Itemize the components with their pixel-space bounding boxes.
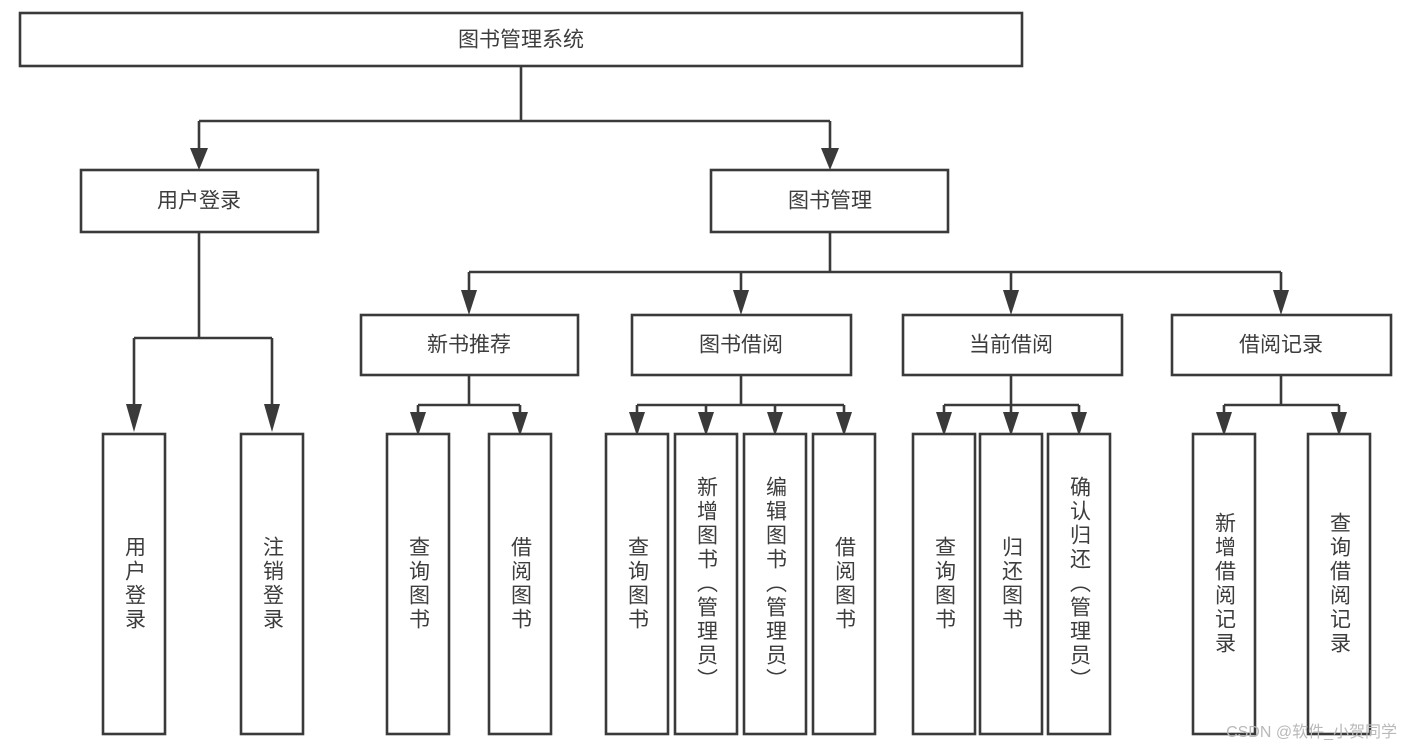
node-leaf-user-login-box[interactable] bbox=[101, 432, 167, 736]
node-borrow-record-box[interactable] bbox=[1170, 313, 1393, 377]
arrowhead-leaf-query-book-1 bbox=[410, 412, 426, 436]
node-leaf-edit-book[interactable]: 编辑图书（管理员） bbox=[742, 432, 808, 736]
arrowhead-book-manage bbox=[821, 148, 839, 170]
node-leaf-add-book-label: 新增图书（管理员） bbox=[695, 476, 719, 692]
arrowhead-new-book-recommend bbox=[461, 290, 477, 315]
node-leaf-query-book-3-box[interactable] bbox=[911, 432, 977, 736]
node-root-label: 图书管理系统 bbox=[458, 29, 584, 52]
arrowhead-user-login bbox=[190, 148, 208, 170]
arrowhead-leaf-borrow-book-2 bbox=[836, 412, 852, 436]
node-leaf-add-record-label: 新增借阅记录 bbox=[1213, 512, 1237, 656]
node-leaf-confirm-return[interactable]: 确认归还（管理员） bbox=[1046, 432, 1112, 736]
node-leaf-add-record[interactable]: 新增借阅记录 bbox=[1191, 432, 1257, 736]
node-book-borrow[interactable]: 图书借阅 bbox=[630, 313, 853, 377]
arrowhead-leaf-query-book-2 bbox=[629, 412, 645, 436]
node-leaf-query-book-2[interactable]: 查询图书 bbox=[604, 432, 670, 736]
node-leaf-borrow-book-1-label: 借阅图书 bbox=[509, 536, 533, 632]
node-new-book-recommend[interactable]: 新书推荐 bbox=[359, 313, 580, 377]
node-book-manage-label: 图书管理 bbox=[788, 190, 872, 213]
arrowhead-leaf-borrow-book-1 bbox=[512, 412, 528, 436]
arrowhead-leaf-add-book bbox=[698, 412, 714, 436]
node-leaf-user-logout-box[interactable] bbox=[239, 432, 305, 736]
node-leaf-query-book-3-label: 查询图书 bbox=[933, 536, 957, 632]
node-leaf-add-record-box[interactable] bbox=[1191, 432, 1257, 736]
node-new-book-recommend-label: 新书推荐 bbox=[427, 334, 511, 357]
arrowhead-borrow-record bbox=[1273, 290, 1289, 315]
node-leaf-borrow-book-2-box[interactable] bbox=[811, 432, 877, 736]
node-leaf-return-book-label: 归还图书 bbox=[1000, 536, 1024, 632]
node-new-book-recommend-box[interactable] bbox=[359, 313, 580, 377]
node-user-login-label: 用户登录 bbox=[157, 190, 241, 213]
arrowhead-leaf-user-login bbox=[126, 404, 142, 432]
node-leaf-return-book[interactable]: 归还图书 bbox=[978, 432, 1044, 736]
node-leaf-add-book-box[interactable] bbox=[673, 432, 739, 736]
node-book-manage-box[interactable] bbox=[709, 168, 950, 234]
node-user-login[interactable]: 用户登录 bbox=[79, 168, 320, 234]
arrowhead-leaf-user-logout bbox=[264, 404, 280, 432]
arrowhead-leaf-confirm-return bbox=[1071, 412, 1087, 436]
node-leaf-user-login-label: 用户登录 bbox=[123, 536, 147, 632]
node-leaf-query-record-box[interactable] bbox=[1306, 432, 1372, 736]
node-leaf-query-book-2-box[interactable] bbox=[604, 432, 670, 736]
node-leaf-borrow-book-1[interactable]: 借阅图书 bbox=[487, 432, 553, 736]
arrowhead-book-borrow bbox=[733, 290, 749, 315]
csdn-watermark: CSDN @软件_小贺同学 bbox=[1226, 724, 1397, 741]
node-leaf-query-book-1[interactable]: 查询图书 bbox=[385, 432, 451, 736]
node-leaf-edit-book-box[interactable] bbox=[742, 432, 808, 736]
node-leaf-confirm-return-label: 确认归还（管理员） bbox=[1068, 476, 1092, 692]
node-leaf-user-logout-label: 注销登录 bbox=[261, 536, 285, 632]
node-leaf-query-book-2-label: 查询图书 bbox=[626, 536, 650, 632]
node-leaf-edit-book-label: 编辑图书（管理员） bbox=[764, 476, 788, 692]
node-root-box[interactable] bbox=[18, 11, 1024, 68]
connector-layer bbox=[126, 66, 1347, 436]
node-book-borrow-box[interactable] bbox=[630, 313, 853, 377]
node-leaf-confirm-return-box[interactable] bbox=[1046, 432, 1112, 736]
node-leaf-query-book-3[interactable]: 查询图书 bbox=[911, 432, 977, 736]
node-leaf-return-book-box[interactable] bbox=[978, 432, 1044, 736]
node-current-borrow[interactable]: 当前借阅 bbox=[901, 313, 1124, 377]
node-leaf-borrow-book-2-label: 借阅图书 bbox=[833, 536, 857, 632]
node-leaf-add-book[interactable]: 新增图书（管理员） bbox=[673, 432, 739, 736]
arrowhead-leaf-query-record bbox=[1331, 412, 1347, 436]
arrowhead-current-borrow bbox=[1003, 290, 1019, 315]
node-root[interactable]: 图书管理系统 bbox=[18, 11, 1024, 68]
node-current-borrow-box[interactable] bbox=[901, 313, 1124, 377]
node-leaf-query-book-1-box[interactable] bbox=[385, 432, 451, 736]
node-leaf-user-login[interactable]: 用户登录 bbox=[101, 432, 167, 736]
node-borrow-record-label: 借阅记录 bbox=[1239, 334, 1323, 357]
node-leaf-user-logout[interactable]: 注销登录 bbox=[239, 432, 305, 736]
node-book-borrow-label: 图书借阅 bbox=[699, 334, 783, 357]
node-leaf-query-record-label: 查询借阅记录 bbox=[1328, 512, 1352, 656]
node-current-borrow-label: 当前借阅 bbox=[969, 334, 1053, 357]
node-borrow-record[interactable]: 借阅记录 bbox=[1170, 313, 1393, 377]
arrowhead-leaf-edit-book bbox=[767, 412, 783, 436]
node-leaf-query-record[interactable]: 查询借阅记录 bbox=[1306, 432, 1372, 736]
arrowhead-leaf-return-book bbox=[1003, 412, 1019, 436]
arrowhead-leaf-add-record bbox=[1216, 412, 1232, 436]
arrowhead-leaf-query-book-3 bbox=[936, 412, 952, 436]
node-book-manage[interactable]: 图书管理 bbox=[709, 168, 950, 234]
node-user-login-box[interactable] bbox=[79, 168, 320, 234]
node-leaf-borrow-book-1-box[interactable] bbox=[487, 432, 553, 736]
node-leaf-query-book-1-label: 查询图书 bbox=[407, 536, 431, 632]
node-leaf-borrow-book-2[interactable]: 借阅图书 bbox=[811, 432, 877, 736]
